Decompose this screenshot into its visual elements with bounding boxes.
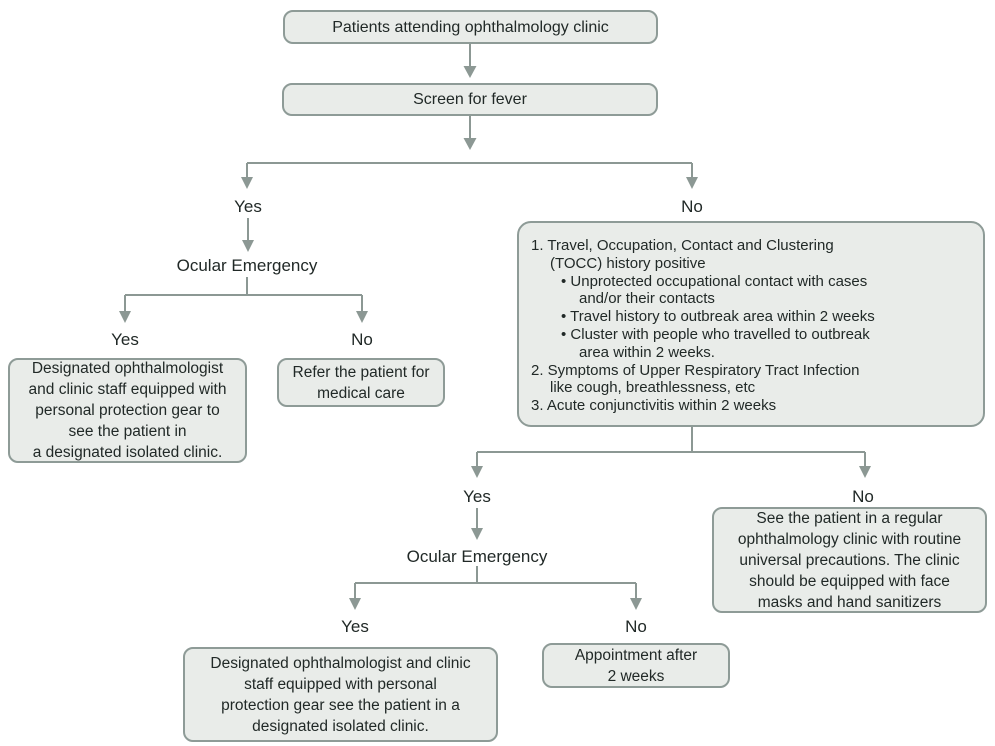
line: staff equipped with personal: [244, 675, 437, 693]
line: (TOCC) history positive: [550, 254, 706, 272]
connector-yes-to-ocular2: [471, 508, 483, 540]
connector-tocc-split: [471, 427, 871, 478]
node-ocular-emergency-2: Ocular Emergency: [406, 547, 548, 566]
line: and/or their contacts: [579, 290, 715, 308]
connector-ocular2-split: [349, 566, 642, 610]
connector-yes-to-ocular1: [242, 218, 254, 252]
line: should be equipped with face: [749, 572, 950, 590]
label-tocc-yes: Yes: [463, 487, 491, 506]
label-oe2-yes: Yes: [341, 617, 369, 636]
line: masks and hand sanitizers: [757, 593, 942, 611]
line: Refer the patient for: [292, 363, 430, 381]
node-screen-fever-label: Screen for fever: [413, 91, 527, 108]
line: ophthalmology clinic with routine: [737, 530, 962, 548]
line: universal precautions. The clinic: [739, 551, 960, 569]
label-fever-yes: Yes: [234, 197, 262, 216]
node-ocular-emergency-1: Ocular Emergency: [176, 256, 318, 275]
connector-screen-to-fever-split: [463, 116, 477, 150]
line: See the patient in a regular: [756, 509, 943, 527]
line: protection gear see the patient in a: [221, 696, 460, 714]
label-oe1-no: No: [351, 330, 373, 349]
line: • Travel history to outbreak area within…: [561, 308, 875, 326]
line: Designated ophthalmologist and clinic: [210, 654, 471, 672]
label-tocc-no: No: [852, 487, 874, 506]
line: medical care: [317, 384, 405, 402]
connector-fever-split: [241, 162, 698, 189]
line: 2 weeks: [607, 667, 665, 685]
line: 1. Travel, Occupation, Contact and Clust…: [531, 237, 834, 254]
node-patients-attending: Patients attending ophthalmology clinic: [283, 10, 658, 44]
line: 3. Acute conjunctivitis within 2 weeks: [531, 397, 777, 415]
line: Appointment after: [574, 646, 698, 664]
line: • Unprotected occupational contact with …: [561, 272, 868, 290]
node-designated-isolated-clinic-1: Designated ophthalmologist and clinic st…: [8, 358, 247, 463]
line: like cough, breathlessness, etc: [550, 379, 756, 397]
node-regular-clinic: See the patient in a regular ophthalmolo…: [712, 507, 987, 613]
line: personal protection gear to: [35, 402, 220, 419]
line: designated isolated clinic.: [252, 717, 429, 735]
node-tocc-criteria: 1. Travel, Occupation, Contact and Clust…: [517, 221, 985, 427]
line: • Cluster with people who travelled to o…: [561, 325, 870, 343]
node-refer-medical-care: Refer the patient for medical care: [277, 358, 445, 407]
line: a designated isolated clinic.: [32, 444, 223, 461]
label-oe1-yes: Yes: [111, 330, 139, 349]
node-appointment-2-weeks: Appointment after 2 weeks: [542, 643, 730, 688]
connector-start-to-screen: [463, 44, 477, 78]
line: Designated ophthalmologist: [31, 360, 224, 377]
line: and clinic staff equipped with: [28, 381, 227, 398]
connector-ocular1-split: [119, 277, 368, 323]
node-screen-fever: Screen for fever: [282, 83, 658, 116]
line: area within 2 weeks.: [579, 343, 715, 361]
line: 2. Symptoms of Upper Respiratory Tract I…: [531, 361, 860, 379]
node-patients-attending-label: Patients attending ophthalmology clinic: [332, 18, 609, 36]
label-oe2-no: No: [625, 617, 647, 636]
line: see the patient in: [68, 423, 187, 440]
label-fever-no: No: [681, 197, 703, 216]
node-designated-isolated-clinic-2: Designated ophthalmologist and clinic st…: [183, 647, 498, 742]
